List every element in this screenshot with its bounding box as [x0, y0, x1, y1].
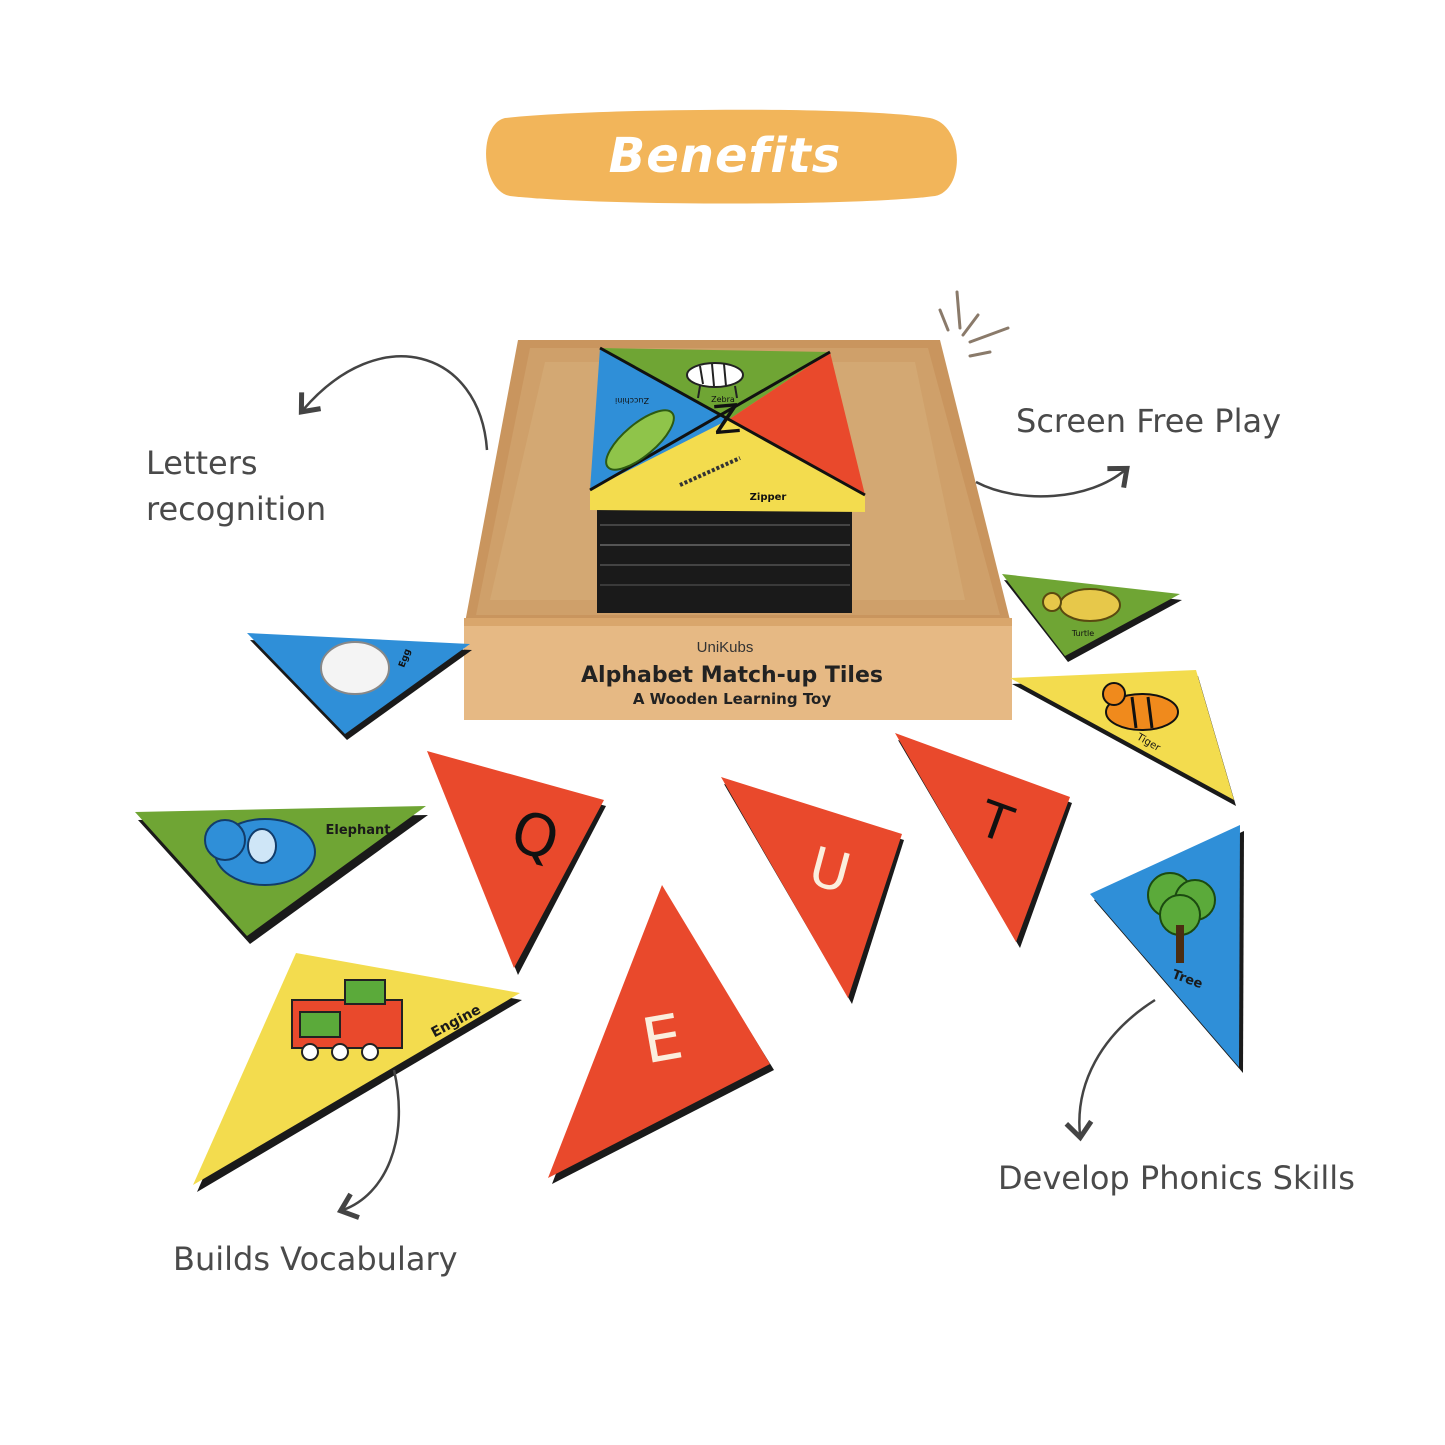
callout-letters-line2: recognition: [146, 490, 327, 528]
tile-letter-u-shape: [721, 777, 904, 1004]
box-subtitle: A Wooden Learning Toy: [633, 690, 832, 708]
callout-builds-vocabulary: Builds Vocabulary: [173, 1240, 458, 1278]
tile-letter-e-shape: [548, 885, 774, 1184]
callout-letters-line1: Letters: [146, 444, 258, 482]
arrow-letters: [298, 355, 489, 451]
tile-letter-t-shape: [895, 733, 1072, 948]
tile-tree: [1090, 825, 1244, 1073]
box-brand: UniKubs: [697, 639, 754, 656]
tile-elephant: [135, 806, 428, 944]
stack-word-zucchini: Zucchini: [615, 396, 649, 405]
tile-label-elephant: Elephant: [326, 823, 391, 838]
tile-tiger: [1010, 670, 1236, 806]
tile-stack: [589, 346, 866, 613]
box-title: Alphabet Match-up Tiles: [581, 663, 883, 688]
callout-develop-phonics-skills: Develop Phonics Skills: [998, 1159, 1355, 1197]
callout-screen-free-play: Screen Free Play: [1016, 402, 1281, 440]
tile-label-turtle: Turtle: [1071, 629, 1094, 638]
arrow-vocabulary: [336, 1069, 401, 1220]
arrow-phonics: [1064, 998, 1156, 1142]
tile-egg: [247, 633, 472, 740]
page-title: Benefits: [608, 128, 842, 184]
tile-turtle: [1002, 574, 1182, 662]
stack-letter: Z: [711, 396, 742, 444]
stack-word-zebra: Zebra: [711, 395, 735, 404]
sparkle-icon: [938, 290, 1010, 358]
arrow-screen-free: [975, 465, 1130, 498]
tile-engine: [193, 953, 522, 1192]
benefits-pill: [486, 109, 957, 204]
stack-word-zipper: Zipper: [750, 492, 787, 503]
tile-letter-q-shape: [427, 751, 606, 975]
callout-letters-recognition: Letters recognition: [146, 440, 326, 532]
